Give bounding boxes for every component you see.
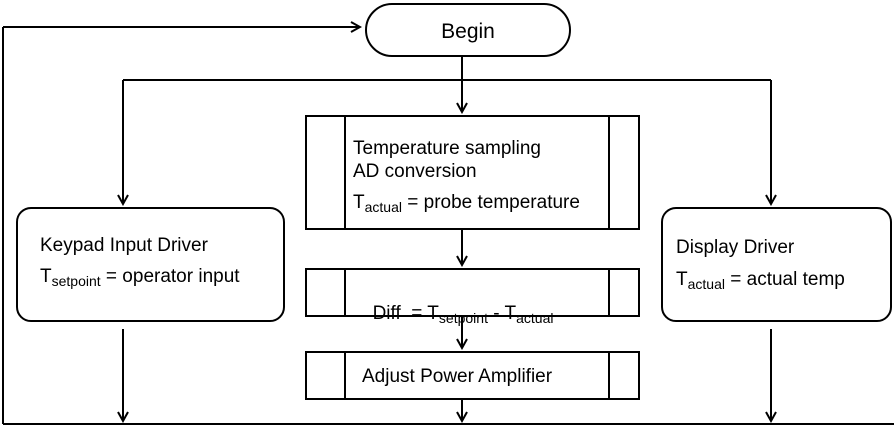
keypad-driver-box	[17, 208, 284, 321]
diff-sub-setpoint: setpoint	[439, 310, 488, 326]
display-driver-box	[662, 208, 891, 321]
keypad-title: Keypad Input Driver	[40, 236, 208, 255]
display-eq: = actual temp	[725, 269, 845, 290]
amplifier-label: Adjust Power Amplifier	[362, 367, 552, 386]
sampling-eq: = probe temperature	[402, 192, 580, 213]
keypad-equation: Tsetpoint = operator input	[40, 267, 240, 286]
display-var-sub: actual	[688, 276, 725, 292]
display-var: T	[676, 269, 688, 290]
diff-mid: - T	[488, 303, 516, 324]
diff-prefix: Diff = T	[373, 303, 439, 324]
sampling-var-sub: actual	[365, 199, 402, 215]
display-title: Display Driver	[676, 238, 794, 257]
keypad-var: T	[40, 266, 52, 287]
sampling-line1: Temperature sampling	[353, 139, 541, 158]
display-equation: Tactual = actual temp	[676, 270, 845, 289]
diff-sub-actual: actual	[516, 310, 553, 326]
begin-label: Begin	[366, 21, 570, 42]
sampling-line2: AD conversion	[353, 162, 477, 181]
keypad-eq: = operator input	[101, 266, 240, 287]
sampling-var: T	[353, 192, 365, 213]
keypad-var-sub: setpoint	[52, 273, 101, 289]
diff-equation: Diff = Tsetpoint - Tactual	[362, 285, 553, 323]
sampling-equation: Tactual = probe temperature	[353, 193, 580, 212]
